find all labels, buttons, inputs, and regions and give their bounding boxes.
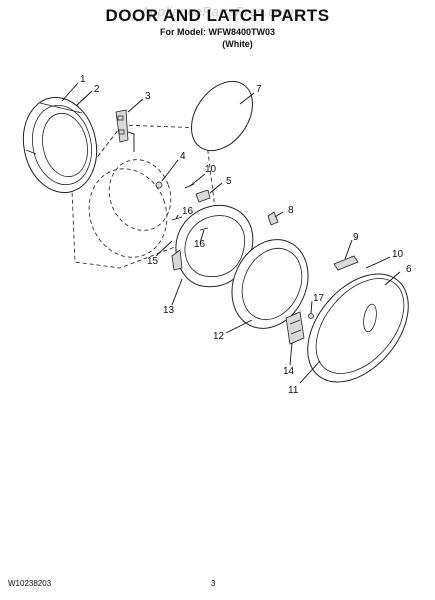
callout-10b: 10 — [392, 249, 404, 260]
callout-12: 12 — [213, 331, 225, 342]
part-screw-10a — [184, 183, 195, 189]
callout-17: 17 — [313, 293, 325, 304]
callout-15: 15 — [147, 256, 159, 267]
callout-16a: 16 — [182, 206, 194, 217]
watermark: AppliancePartsPros.com — [140, 4, 295, 19]
part-screw-16a — [171, 216, 183, 221]
part-door-frame — [171, 204, 254, 288]
callout-4: 4 — [180, 151, 186, 162]
callout-7: 7 — [256, 84, 262, 95]
front-panel-outline — [71, 124, 215, 269]
callout-10a: 10 — [205, 164, 217, 175]
callout-13: 13 — [163, 305, 175, 316]
color-subtitle: (White) — [222, 39, 253, 49]
part-screw-17 — [308, 313, 314, 319]
part-screw-4 — [155, 181, 163, 189]
callout-9: 9 — [353, 232, 359, 243]
leader-lines — [61, 82, 401, 384]
part-striker — [267, 211, 279, 226]
part-screw-16b — [199, 227, 209, 231]
part-latch-assembly — [285, 311, 305, 345]
document-number: W10238203 — [8, 579, 52, 588]
callout-6: 6 — [406, 264, 412, 275]
part-handle — [333, 255, 359, 271]
page-title: DOOR AND LATCH PARTS — [105, 6, 330, 25]
part-latch-clip — [195, 189, 211, 203]
callout-5: 5 — [226, 176, 232, 187]
callout-1: 1 — [80, 74, 86, 85]
callout-3: 3 — [145, 91, 151, 102]
part-door-bowl — [231, 239, 309, 329]
callout-numbers: 1 2 3 4 5 6 7 8 9 10 10 11 12 13 14 15 1… — [80, 74, 412, 396]
part-hinge — [115, 109, 135, 152]
model-subtitle: For Model: WFW8400TW03 — [159, 27, 275, 37]
part-outer-ring — [22, 96, 98, 194]
page-number: 3 — [211, 579, 216, 588]
callout-8: 8 — [288, 205, 294, 216]
callout-2: 2 — [94, 84, 100, 95]
part-outer-door — [307, 273, 409, 383]
callout-16b: 16 — [194, 239, 206, 250]
callout-11: 11 — [288, 385, 299, 396]
part-door-glass — [191, 80, 253, 152]
callout-14: 14 — [283, 366, 295, 377]
